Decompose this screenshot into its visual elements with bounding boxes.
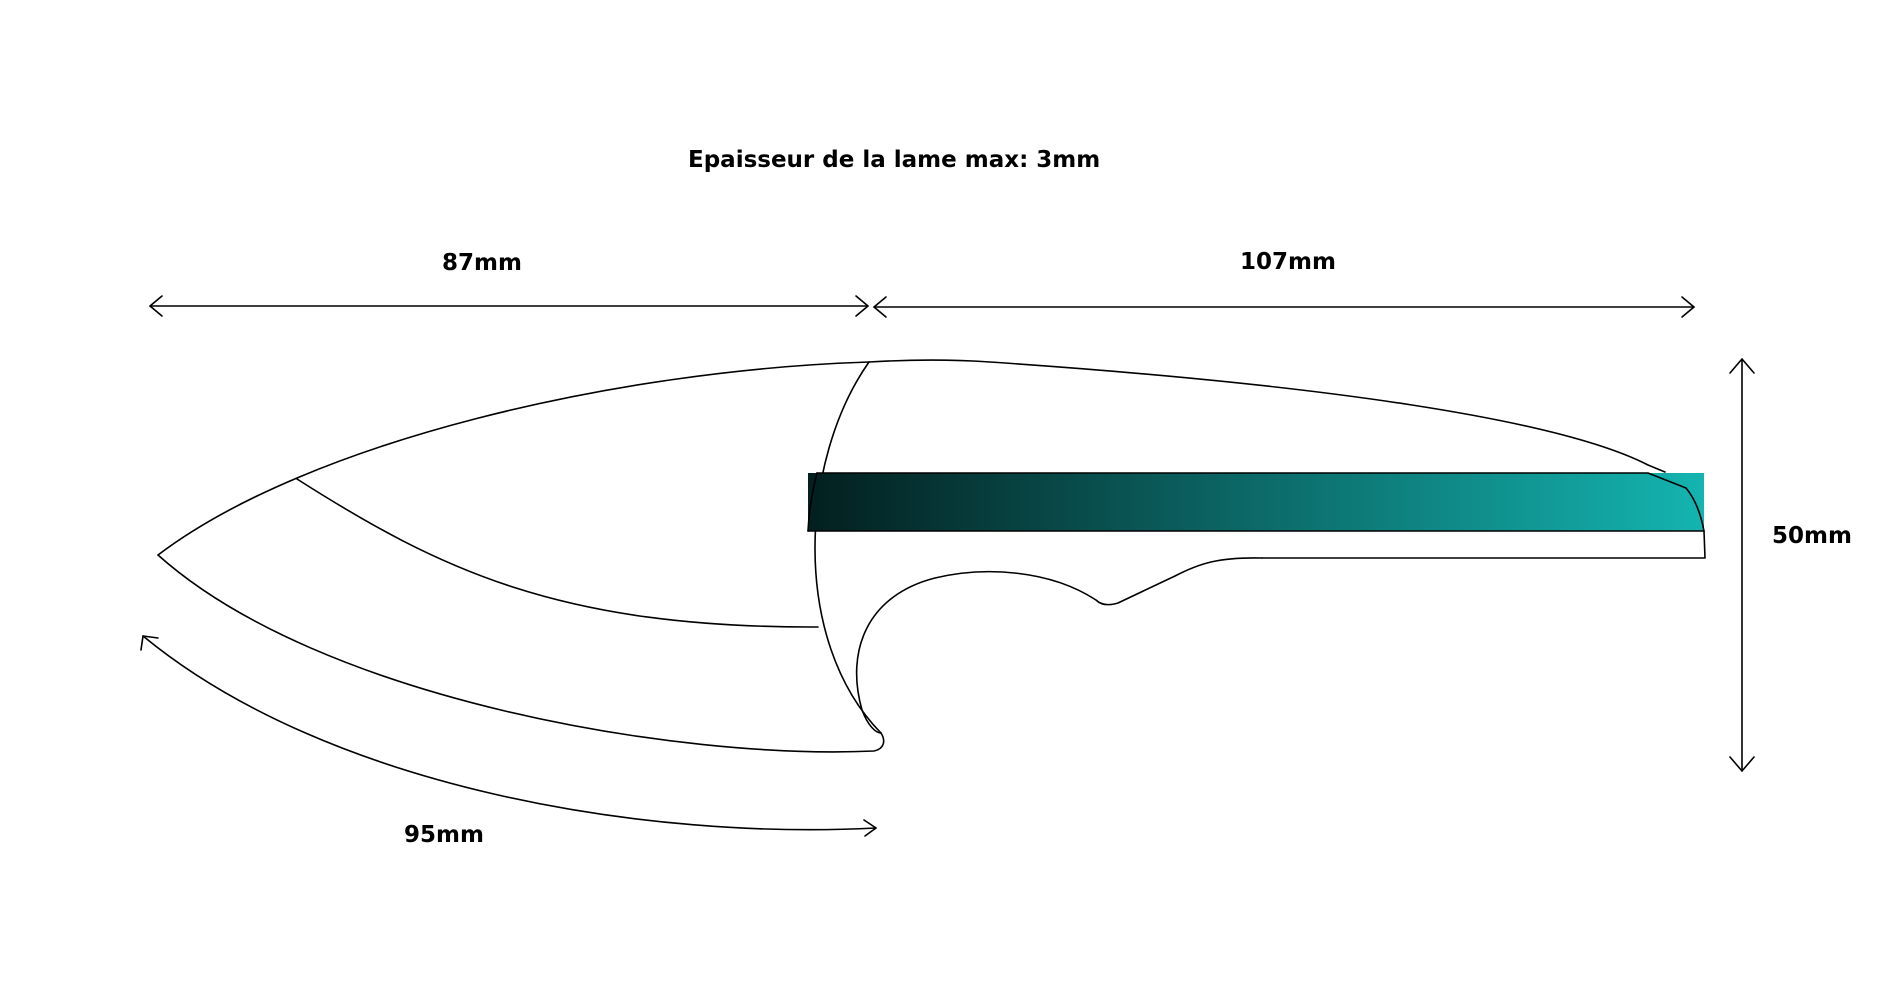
blade-edge xyxy=(157,554,885,753)
finger-groove xyxy=(855,557,1263,734)
guard-curve xyxy=(814,361,882,734)
handle-length-dimension-arrow xyxy=(873,296,1695,318)
handle-scale-left-edge xyxy=(807,472,818,532)
edge-length-dimension-arrow xyxy=(140,635,877,837)
knife-handle xyxy=(807,359,1706,734)
edge-length-label: 95mm xyxy=(404,822,484,848)
handle-butt xyxy=(1261,530,1706,559)
height-label: 50mm xyxy=(1772,523,1852,549)
blade-length-label: 87mm xyxy=(442,250,522,276)
handle-scale-outline xyxy=(807,472,1705,532)
height-dimension-arrow xyxy=(1729,358,1755,772)
blade-spine xyxy=(157,361,870,556)
handle-length-label: 107mm xyxy=(1240,249,1336,275)
knife-blade xyxy=(157,361,885,753)
blade-thickness-title: Epaisseur de la lame max: 3mm xyxy=(688,147,1100,173)
handle-scale-gradient xyxy=(808,473,1704,531)
blade-length-dimension-arrow xyxy=(149,295,869,317)
blade-bevel-line xyxy=(296,478,819,628)
handle-spine xyxy=(868,359,1666,473)
